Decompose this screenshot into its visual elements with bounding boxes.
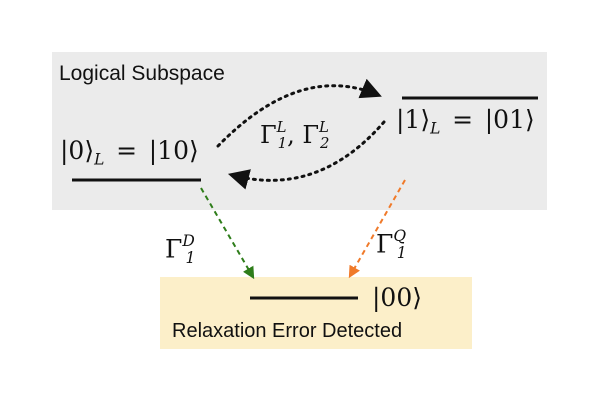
upper-transition-arrow bbox=[216, 78, 382, 148]
error-detected-label: Relaxation Error Detected bbox=[172, 320, 403, 342]
lower-transition-arrow bbox=[227, 120, 386, 190]
logical-rate-label: ΓL1, ΓL2 bbox=[260, 118, 330, 153]
decay-arrow-d bbox=[200, 187, 255, 280]
state-zero-logical-label: |0⟩L = |10⟩ bbox=[60, 136, 199, 169]
decay-rate-q-label: ΓQ1 bbox=[376, 227, 407, 263]
error-detected-region bbox=[160, 277, 472, 349]
decay-arrow-q bbox=[348, 179, 406, 279]
decay-rate-d-label: ΓD1 bbox=[165, 232, 196, 268]
state-one-logical-label: |1⟩L = |01⟩ bbox=[396, 105, 535, 138]
state-ground-label: |00⟩ bbox=[372, 283, 422, 312]
logical-subspace-region bbox=[52, 52, 547, 210]
logical-subspace-label: Logical Subspace bbox=[59, 62, 225, 85]
